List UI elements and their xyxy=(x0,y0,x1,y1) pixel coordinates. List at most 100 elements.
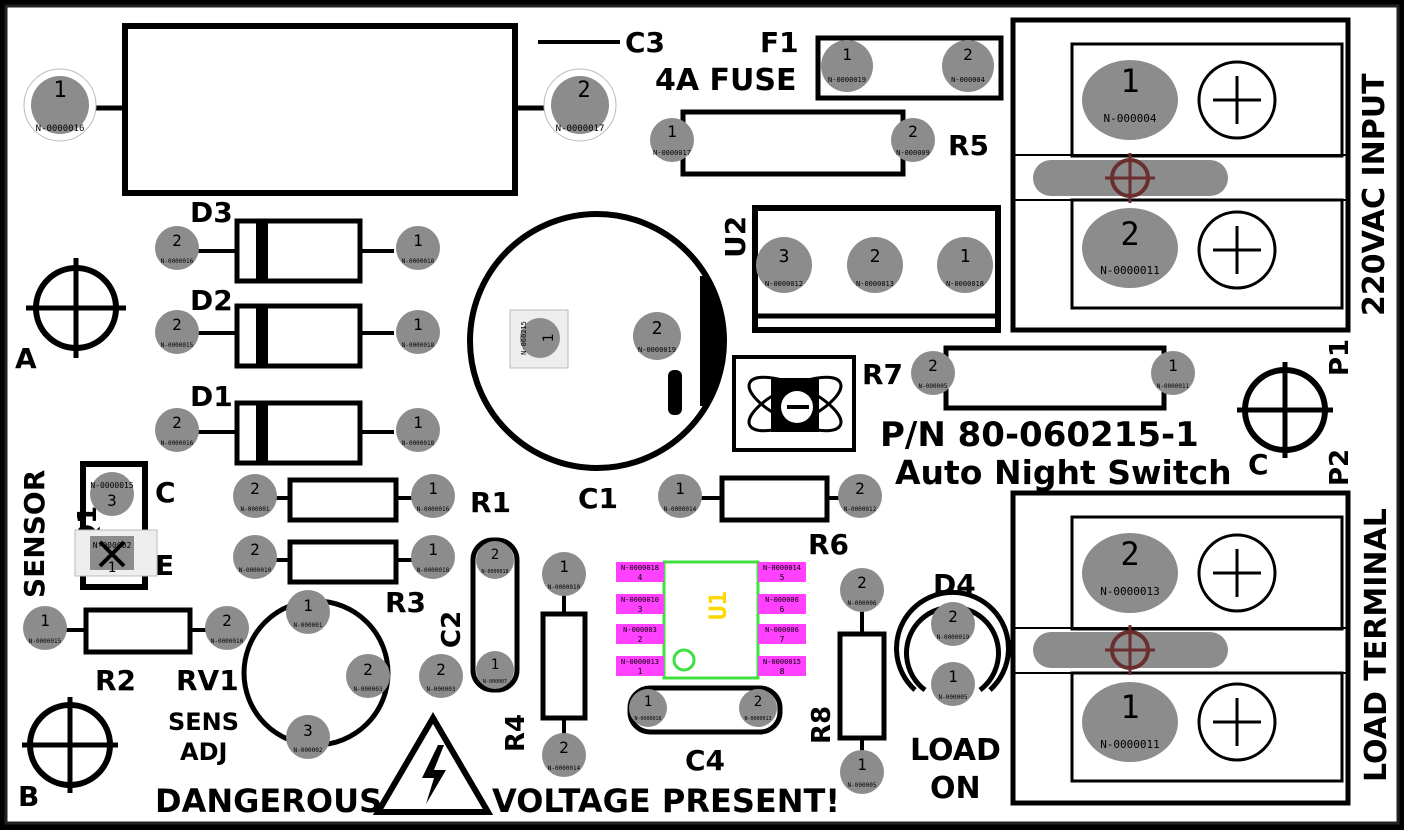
u2-regulator: U2 3 N-0000012 2 N-0000013 1 N-0000018 xyxy=(719,205,1001,333)
net-label: N-0000012 xyxy=(844,506,877,513)
u1-label: U1 xyxy=(704,591,732,620)
q1-emitter-label: E xyxy=(155,549,174,582)
r6-label: R6 xyxy=(808,528,849,561)
part-number: P/N 80-060215-1 xyxy=(880,415,1199,455)
pad-number: 2 xyxy=(222,611,232,630)
net-label: N-0000019 xyxy=(937,634,970,641)
net-label: N-0000011 xyxy=(1100,738,1160,751)
pad-number: 1 xyxy=(644,694,652,710)
mounting-hole-c: C P1 P2 xyxy=(1237,339,1355,486)
pad-number: 3 xyxy=(779,246,790,267)
pad-number: 2 xyxy=(172,413,182,432)
net-label: N-0000016 xyxy=(161,258,194,265)
net-label: N-000001 xyxy=(294,622,323,629)
net-label: N-0000018 xyxy=(417,567,450,574)
pad-number: 2 xyxy=(963,45,973,64)
q1-collector-label: C xyxy=(155,476,176,509)
load-terminal-label: LOAD TERMINAL xyxy=(1359,508,1394,782)
net-label: N-000002 xyxy=(93,541,132,550)
c4-capacitor: 1 N-0000016 2 N-0000013 C4 xyxy=(627,685,783,777)
rv1-potentiometer: RV1 SENS ADJ 1 N-000001 2 N-000003 3 N-0… xyxy=(168,590,463,766)
r2-label: R2 xyxy=(95,664,136,697)
pad-number: 2 xyxy=(855,479,865,498)
pad-number: 1 xyxy=(675,479,685,498)
net-label: N-0000018 xyxy=(402,342,435,349)
c3-label: C3 xyxy=(625,26,665,59)
input-terminal-label: 220VAC INPUT xyxy=(1357,73,1392,316)
pad-number: 1 xyxy=(303,596,313,615)
pad-number: 1 xyxy=(1120,688,1139,726)
net-label: N-000006 xyxy=(765,626,799,634)
pad-number: 1 xyxy=(1120,62,1139,100)
sens-adj-line2: ADJ xyxy=(180,738,227,766)
net-label: N-000002 xyxy=(294,747,323,754)
r3-label: R3 xyxy=(385,586,426,619)
d2-diode: D2 2 N-0000015 1 N-0000018 xyxy=(155,284,440,369)
net-label: N-000006 xyxy=(765,596,799,604)
danger-text-left: DANGEROUS xyxy=(155,782,382,820)
f1-label: F1 xyxy=(760,26,799,59)
pad-number: 2 xyxy=(857,573,867,592)
pad-number: 1 xyxy=(413,413,423,432)
net-label: N-0000019 xyxy=(638,346,676,354)
r5-label: R5 xyxy=(948,129,989,162)
pad-number: 7 xyxy=(780,635,785,644)
r8-label: R8 xyxy=(807,706,837,744)
net-label: N-0000014 xyxy=(548,765,581,772)
c2-capacitor: C2 2 N-0000018 1 N-000007 xyxy=(437,537,520,693)
pad-number: 1 xyxy=(413,231,423,250)
pad-number: 1 xyxy=(960,246,971,267)
c1-capacitor: 1 N-060215 2 N-0000019 C1 xyxy=(467,211,727,515)
r7-label: R7 xyxy=(862,358,903,391)
input-terminal-block: 1 N-000004 2 N-0000011 220VAC INPUT xyxy=(1010,17,1392,333)
pad-number: 2 xyxy=(250,540,260,559)
pad-number: 6 xyxy=(780,605,785,614)
u1-ic: U1 N-0000018 4 N-0000010 3 N-000003 2 N-… xyxy=(616,560,806,680)
pad-number: 1 xyxy=(857,755,867,774)
net-label: N-0000018 xyxy=(402,258,435,265)
net-label: N-000005 xyxy=(919,383,948,390)
load-terminal-block: 2 N-0000013 1 N-0000011 LOAD TERMINAL xyxy=(1010,490,1394,806)
q1-sensor: Q1 3 N-0000015 N-000002 1 C E xyxy=(73,461,176,590)
net-label: N-0000013 xyxy=(744,716,771,722)
r4-resistor: R4 1 N-0000010 2 N-0000014 xyxy=(501,552,588,777)
pad-number: 2 xyxy=(908,122,918,141)
net-label: N-0000016 xyxy=(161,440,194,447)
net-label: N-0000019 xyxy=(828,76,866,84)
sensor-label: SENSOR xyxy=(18,470,51,598)
pad-number: 1 xyxy=(842,45,852,64)
p1-label: P1 xyxy=(1325,339,1355,376)
f1-fuse: F1 4A FUSE 1 N-0000019 2 N-000004 xyxy=(655,26,1004,101)
pad-number: 1 xyxy=(40,611,50,630)
pad-number: 1 xyxy=(428,479,438,498)
pad-number: 2 xyxy=(948,607,958,626)
pad-number: 8 xyxy=(780,667,785,676)
p2-label: P2 xyxy=(1325,449,1355,486)
r4-label: R4 xyxy=(501,714,531,752)
pad-number: 2 xyxy=(577,78,590,103)
pad-number: 1 xyxy=(428,540,438,559)
c4-label: C4 xyxy=(685,744,725,777)
net-label: N-060215 xyxy=(520,321,528,355)
net-label: N-0000011 xyxy=(1100,264,1160,277)
r6-resistor: 1 N-0000014 2 N-0000012 R6 xyxy=(658,474,882,561)
c1-label: C1 xyxy=(578,482,618,515)
net-label: N-0000015 xyxy=(90,481,134,490)
d3-label: D3 xyxy=(190,196,233,229)
net-label: N-0000016 xyxy=(36,124,85,134)
net-label: N-000007 xyxy=(483,679,507,685)
load-on-line1: LOAD xyxy=(910,733,1001,768)
pad-number: 1 xyxy=(1168,356,1178,375)
net-label: N-0000018 xyxy=(946,280,984,288)
net-label: N-0000010 xyxy=(211,638,244,645)
mounting-hole-b: B xyxy=(18,697,118,813)
pad-number: 1 xyxy=(948,667,958,686)
net-label: N-0000018 xyxy=(621,564,659,572)
pad-number: 2 xyxy=(172,315,182,334)
net-label: N-0000010 xyxy=(548,584,581,591)
pad-number: 5 xyxy=(780,573,785,582)
pad-number: 1 xyxy=(541,334,557,342)
net-label: N-000005 xyxy=(939,694,968,701)
net-label: N-0000014 xyxy=(664,506,697,513)
net-label: N-0000011 xyxy=(1157,383,1190,390)
